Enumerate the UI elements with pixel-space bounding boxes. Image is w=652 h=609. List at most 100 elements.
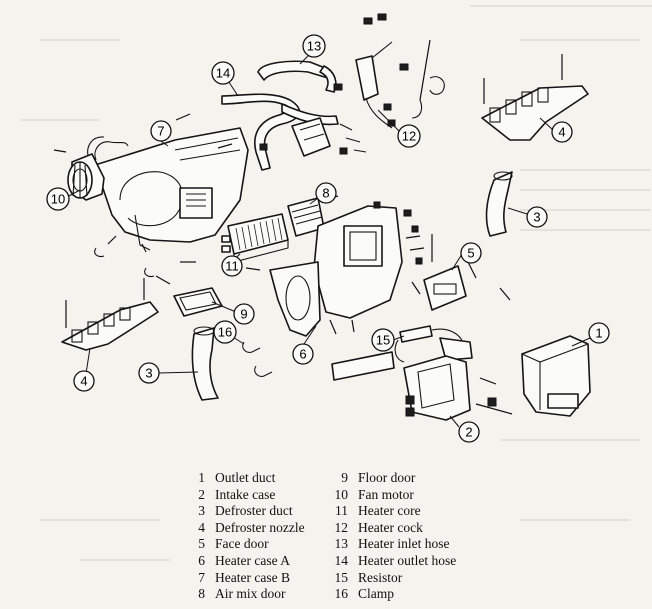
callout-8-number: 8 <box>322 186 329 201</box>
callout-2: 2 <box>458 421 480 443</box>
face-door-part <box>411 234 511 311</box>
legend-number: 13 <box>334 536 349 552</box>
callout-12: 12 <box>397 124 421 148</box>
legend-row: 8 Air mix door <box>186 586 305 603</box>
callout-14-number: 14 <box>216 66 230 81</box>
callout-4-number: 4 <box>558 125 565 140</box>
callout-1-number: 1 <box>595 326 602 341</box>
legend-number: 5 <box>198 536 205 552</box>
callout-5-number: 5 <box>467 246 474 261</box>
defroster-nozzle-right-part <box>481 54 589 141</box>
legend-number: 7 <box>198 569 205 585</box>
callout-3-right: 3 <box>526 206 548 228</box>
legend-row: 12 Heater cock <box>329 520 456 537</box>
defroster-nozzle-left-part <box>61 278 159 351</box>
legend-number: 6 <box>198 552 205 568</box>
callout-7-number: 7 <box>157 124 164 139</box>
callout-12-number: 12 <box>402 129 416 144</box>
heater-case-a-part <box>269 201 412 337</box>
callout-3-number: 3 <box>533 210 540 225</box>
legend-label: Face door <box>215 536 269 552</box>
legend-row: 15 Resistor <box>329 570 456 587</box>
callout-15: 15 <box>371 328 395 352</box>
callout-3-number: 3 <box>145 366 152 381</box>
fan-motor-part <box>53 136 129 201</box>
legend-number: 14 <box>334 552 349 568</box>
legend-label: Defroster nozzle <box>215 519 305 535</box>
legend-label: Heater outlet hose <box>358 552 457 568</box>
legend-label: Clamp <box>358 586 394 602</box>
bleed-through-ghost <box>20 5 652 561</box>
legend-label: Floor door <box>358 470 416 485</box>
callout-16: 16 <box>213 320 237 344</box>
legend-row: 6 Heater case A <box>186 553 305 570</box>
callout-14: 14 <box>211 61 235 85</box>
legend-row: 14 Heater outlet hose <box>329 552 457 570</box>
legend-label: Heater cock <box>358 519 423 535</box>
callout-10: 10 <box>46 187 70 211</box>
legend-number: 1 <box>198 470 205 485</box>
callout-10-number: 10 <box>51 192 65 207</box>
callout-9-number: 9 <box>240 307 247 322</box>
legend-label: Fan motor <box>358 486 414 502</box>
callout-4-left: 4 <box>73 370 95 392</box>
callout-4-number: 4 <box>80 374 87 389</box>
floor-door-part <box>155 275 223 317</box>
legend-row: 5 Face door <box>186 536 305 553</box>
callout-6: 6 <box>292 343 314 365</box>
intake-case-part <box>403 355 513 421</box>
callout-3-left: 3 <box>138 362 160 384</box>
legend-column-right: 9 Floor door 10 Fan motor 11 Heater core 12… <box>329 470 457 603</box>
legend-number: 9 <box>341 470 348 485</box>
defroster-duct-left-part <box>191 326 219 401</box>
legend-number: 15 <box>334 569 349 585</box>
callout-4-right: 4 <box>551 121 573 143</box>
legend-number: 12 <box>334 519 349 535</box>
legend-row: 2 Intake case <box>186 487 305 504</box>
legend-number: 16 <box>334 586 349 602</box>
legend-number: 2 <box>198 486 205 502</box>
callout-6-number: 6 <box>299 347 306 362</box>
legend-row: 10 Fan motor <box>329 487 456 504</box>
callout-15-number: 15 <box>376 333 390 348</box>
legend-number: 10 <box>334 486 349 502</box>
legend-row: 9 Floor door <box>329 470 456 487</box>
legend-label: Heater case B <box>215 569 290 585</box>
defroster-duct-right-part <box>485 171 513 237</box>
legend-label: Heater core <box>358 503 421 519</box>
resistor-part <box>394 325 473 363</box>
legend-row: 13 Heater inlet hose <box>329 536 456 553</box>
legend-number: 8 <box>198 586 205 602</box>
callout-13: 13 <box>302 34 326 58</box>
legend-row: 16 Clamp <box>329 586 456 603</box>
callout-8: 8 <box>315 182 337 204</box>
heater-cock-part <box>291 13 445 157</box>
legend-label: Heater inlet hose <box>358 536 450 552</box>
callout-5: 5 <box>460 242 482 264</box>
legend-label: Heater case A <box>215 552 290 568</box>
legend-row: 11 Heater core <box>329 503 456 520</box>
heater-inlet-hose-part <box>257 60 343 93</box>
legend-label: Air mix door <box>215 586 286 602</box>
legend-number: 3 <box>198 503 205 519</box>
legend-number: 11 <box>335 503 348 519</box>
callout-1: 1 <box>588 322 610 344</box>
callout-2-number: 2 <box>465 425 472 440</box>
legend-label: Intake case <box>215 486 276 502</box>
callout-9: 9 <box>233 303 255 325</box>
heater-core-part <box>221 213 289 263</box>
outlet-duct-part <box>521 335 591 417</box>
callout-11: 11 <box>221 255 243 277</box>
heater-outlet-hose-part <box>221 93 339 171</box>
floor-duct-plate-part <box>331 351 395 381</box>
callout-16-number: 16 <box>218 325 232 340</box>
legend-row: 7 Heater case B <box>186 570 305 587</box>
legend-number: 4 <box>198 519 205 535</box>
callout-11-number: 11 <box>225 259 239 274</box>
legend-label: Resistor <box>358 569 403 585</box>
